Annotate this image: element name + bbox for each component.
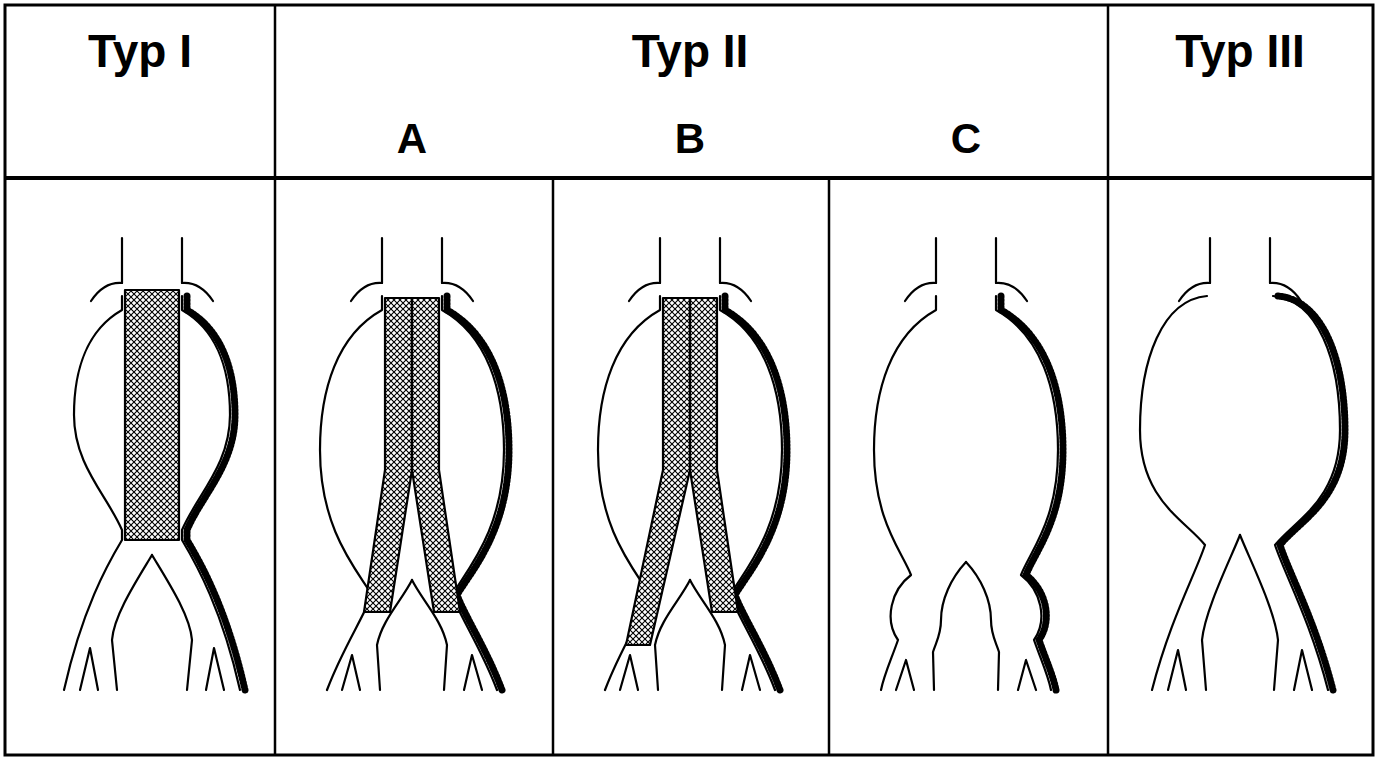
column-header: B	[675, 116, 705, 162]
aneurysm-figure	[320, 238, 509, 690]
aneurysm-figure	[1140, 238, 1345, 690]
aneurysm-figure	[598, 238, 787, 690]
column-header: Typ II	[632, 26, 749, 77]
column-header: A	[397, 116, 427, 162]
column-header: Typ I	[88, 26, 192, 77]
stent-graft	[125, 290, 179, 540]
table-grid	[5, 5, 1373, 755]
column-header: C	[951, 116, 981, 162]
column-header: Typ III	[1175, 26, 1305, 77]
aneurysm-figure	[874, 238, 1063, 690]
aneurysm-figure	[64, 238, 245, 690]
